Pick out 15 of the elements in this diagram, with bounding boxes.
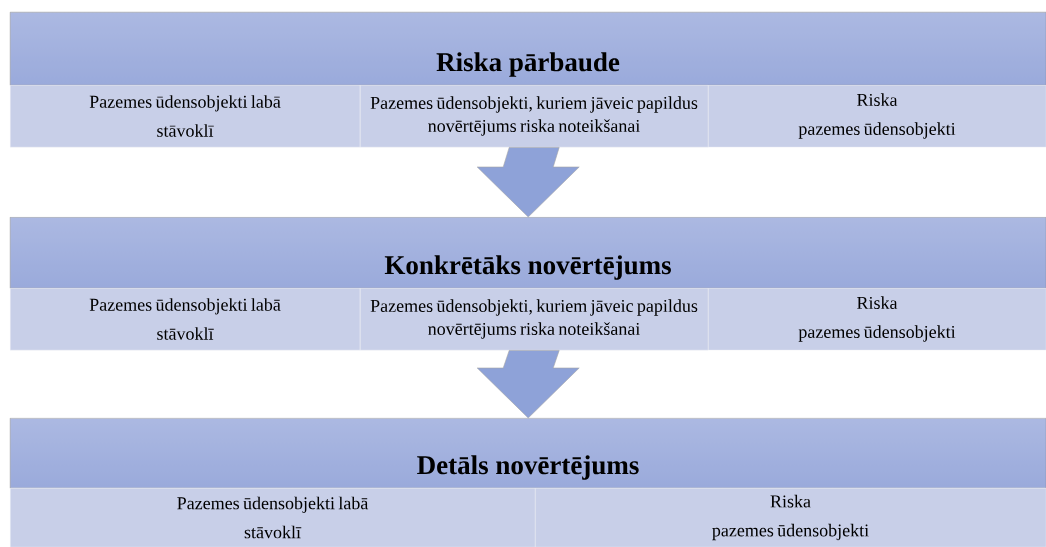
- node-label: Riska pazemes ūdensobjekti: [798, 296, 956, 342]
- header-band: Konkrētāks novērtējums: [10, 217, 1046, 289]
- table-cell: Pazemes ūdensobjekti, kuriem jāveic papildus novērtējums riska noteikšanai: [360, 288, 709, 351]
- block-arrow: [476, 147, 580, 218]
- table-cell: Pazemes ūdensobjekti labā stāvoklī: [10, 85, 361, 148]
- header-band: Riska pārbaude: [10, 12, 1046, 86]
- table-cell: Pazemes ūdensobjekti, kuriem jāveic papildus novērtējums riska noteikšanai: [360, 85, 709, 148]
- block-arrow: [476, 350, 580, 419]
- table-cell: Pazemes ūdensobjekti labā stāvoklī: [10, 488, 536, 547]
- table-cell: Riska pazemes ūdensobjekti: [708, 288, 1046, 351]
- node-label: Pazemes ūdensobjekti labā stāvoklī: [177, 496, 369, 539]
- table-cell: Riska pazemes ūdensobjekti: [708, 85, 1046, 148]
- header-band: Detāls novērtējums: [10, 418, 1046, 489]
- table-cell: Riska pazemes ūdensobjekti: [535, 488, 1046, 547]
- table-cell: Pazemes ūdensobjekti labā stāvoklī: [10, 288, 361, 351]
